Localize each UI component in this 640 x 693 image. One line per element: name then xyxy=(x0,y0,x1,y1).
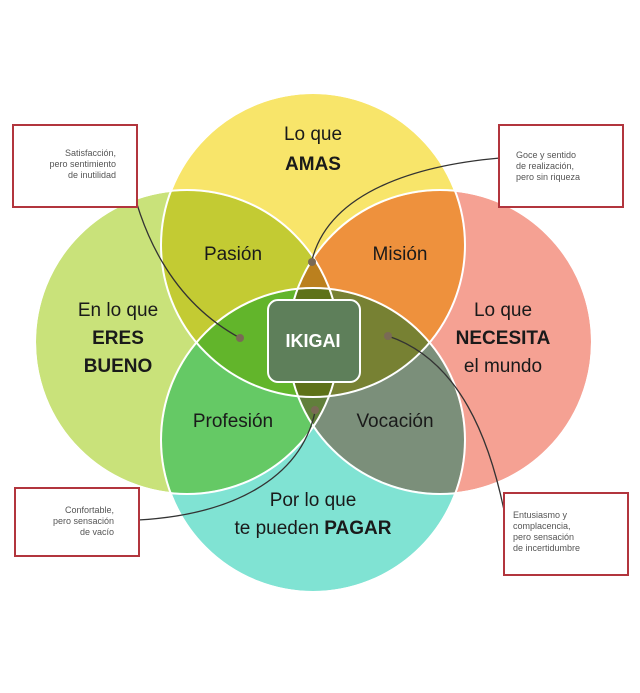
note-entusiasmo: Entusiasmo y complacencia, pero sensació… xyxy=(503,492,629,576)
overlap-vocacion: Vocación xyxy=(356,411,433,432)
right-line1: Lo que xyxy=(474,300,532,321)
overlap-pasion: Pasión xyxy=(204,244,262,265)
left-line3: BUENO xyxy=(84,356,153,377)
right-line3: el mundo xyxy=(464,356,542,377)
bottom-line2a: te pueden xyxy=(234,518,324,539)
connector-dots xyxy=(236,258,392,414)
bottom-line2b: PAGAR xyxy=(324,518,391,539)
note-confortable: Confortable, pero sensación de vacío xyxy=(14,487,140,557)
left-line1: En lo que xyxy=(78,300,158,321)
top-line2: AMAS xyxy=(285,154,341,175)
note-text: Goce y sentido de realización, pero sin … xyxy=(516,150,581,182)
bottom-line2: te pueden PAGAR xyxy=(234,518,391,539)
ikigai-label: IKIGAI xyxy=(285,331,340,351)
note-text: Satisfacción, pero sentimiento de inutil… xyxy=(49,148,116,180)
note-goce: Goce y sentido de realización, pero sin … xyxy=(498,124,624,208)
top-line1: Lo que xyxy=(284,124,342,145)
note-text: Confortable, pero sensación de vacío xyxy=(52,505,114,537)
bottom-line1: Por lo que xyxy=(270,490,357,511)
ikigai-center xyxy=(267,299,361,383)
left-line2: ERES xyxy=(92,328,144,349)
overlap-mision: Misión xyxy=(373,244,428,265)
overlap-profesion: Profesión xyxy=(193,411,273,432)
right-line2: NECESITA xyxy=(456,328,551,349)
note-satisfaccion: Satisfacción, pero sentimiento de inutil… xyxy=(12,124,138,208)
note-text: Entusiasmo y complacencia, pero sensació… xyxy=(513,510,581,553)
